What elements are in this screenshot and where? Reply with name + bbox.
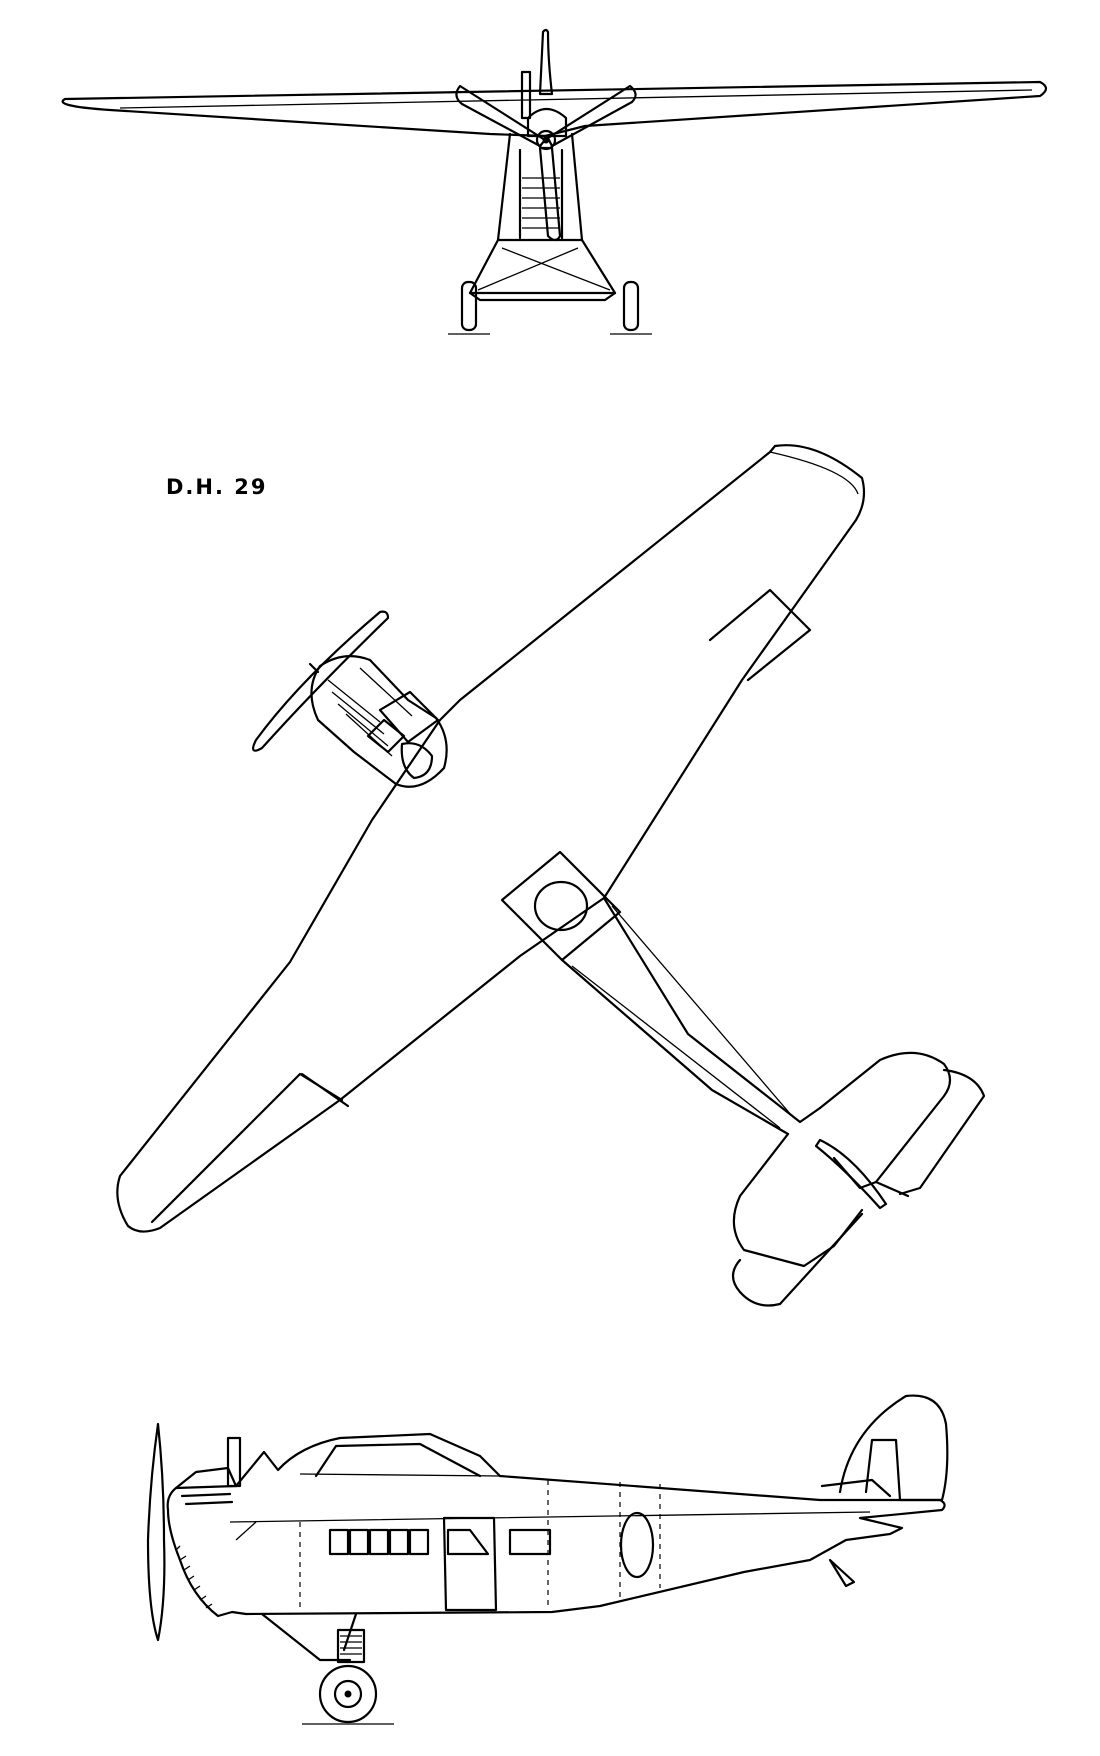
plan-cabin (500, 850, 622, 962)
front-spinner (535, 129, 557, 151)
side-exhaust-stack (226, 1436, 242, 1488)
plan-fin (814, 1138, 888, 1210)
side-wheel (318, 1664, 378, 1724)
side-fin (838, 1394, 949, 1502)
side-roundel (619, 1511, 655, 1579)
front-undercarriage (468, 238, 617, 295)
plan-aileron-left (150, 1072, 344, 1224)
plan-view: D.H. 29 (116, 444, 986, 1307)
plan-tailplane-right (818, 1051, 952, 1190)
plan-fuselage-rear (560, 896, 822, 1136)
front-fuselage (496, 132, 584, 242)
plan-propeller (252, 610, 390, 752)
plan-aileron-right (708, 588, 812, 682)
side-undercarriage (260, 1612, 358, 1662)
plan-roundel (533, 880, 589, 932)
plan-tailplane-left (732, 1132, 864, 1268)
front-propeller (455, 84, 547, 148)
front-view (61, 28, 1048, 335)
side-door (442, 1516, 498, 1612)
side-propeller (146, 1422, 166, 1642)
side-view (146, 1394, 949, 1725)
front-right-wheel (622, 280, 640, 332)
side-canopy (314, 1442, 482, 1478)
front-wing (61, 80, 1048, 138)
side-cabin-windows (328, 1528, 552, 1556)
front-left-wheel (460, 280, 478, 332)
aircraft-designation: D.H. 29 (166, 475, 268, 499)
side-fuselage (166, 1432, 946, 1618)
plan-wing (116, 444, 866, 1233)
side-shock-absorber (336, 1628, 366, 1664)
plan-engine (310, 655, 448, 788)
